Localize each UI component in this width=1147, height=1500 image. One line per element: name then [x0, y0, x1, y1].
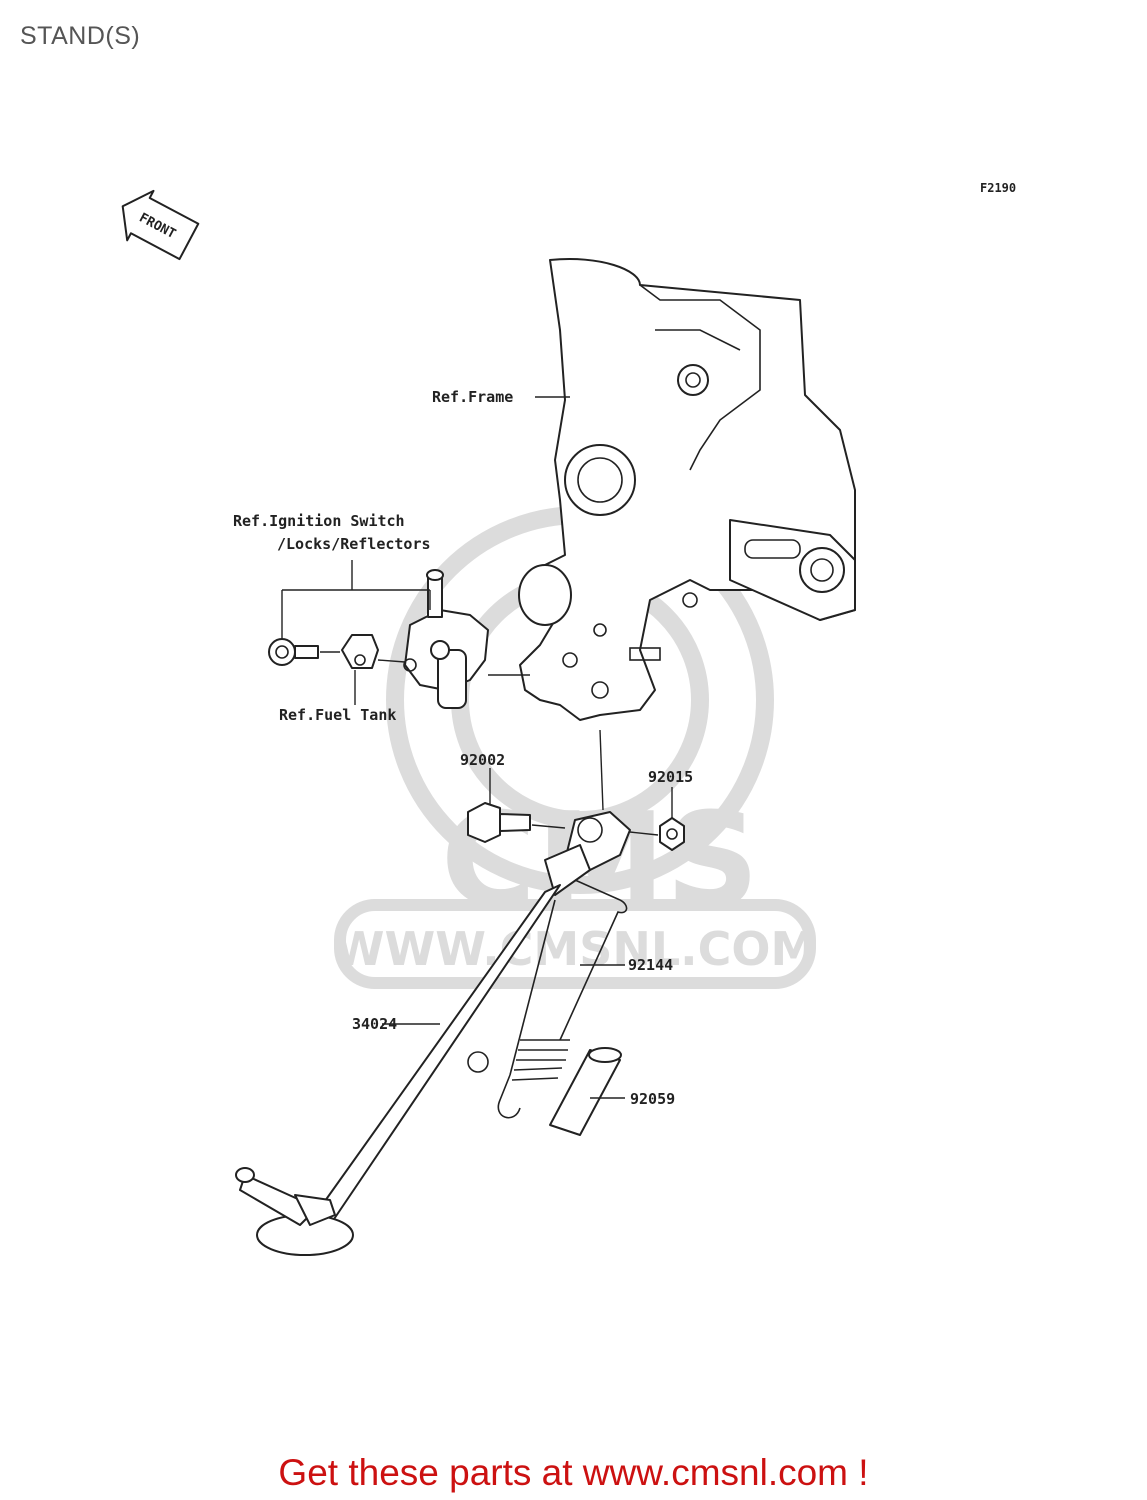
label-part-92002: 92002	[460, 751, 505, 769]
label-ref-frame: Ref.Frame	[432, 388, 513, 406]
label-ref-locks-reflectors: /Locks/Reflectors	[277, 535, 431, 553]
watermark-url: WWW.CMSNL.COM	[334, 922, 817, 976]
collar-92059-part	[549, 1047, 622, 1136]
front-arrow-icon: FRONT	[121, 189, 200, 261]
nut-92015-part	[659, 817, 685, 851]
footer-cta-link[interactable]: Get these parts at www.cmsnl.com !	[278, 1452, 869, 1493]
spring-92144-part	[497, 879, 628, 1119]
clip-ref-part	[341, 634, 379, 669]
label-part-92144: 92144	[628, 956, 673, 974]
assembly-lines	[320, 651, 659, 836]
figure-code: F2190	[980, 181, 1016, 195]
leader-lines	[281, 396, 673, 1099]
label-ref-fuel-tank: Ref.Fuel Tank	[279, 706, 396, 724]
side-stand-34024-part	[235, 811, 631, 1256]
label-part-92059: 92059	[630, 1090, 675, 1108]
bolt-92002-part	[467, 802, 531, 843]
bolt-ref-part	[268, 638, 319, 666]
label-ref-ignition-switch: Ref.Ignition Switch	[233, 512, 405, 530]
page-title: STAND(S)	[20, 22, 141, 50]
label-part-92015: 92015	[648, 768, 693, 786]
frame-ref-part	[518, 258, 856, 721]
label-part-34024: 34024	[352, 1015, 397, 1033]
ignition-switch-ref-part	[403, 569, 489, 709]
